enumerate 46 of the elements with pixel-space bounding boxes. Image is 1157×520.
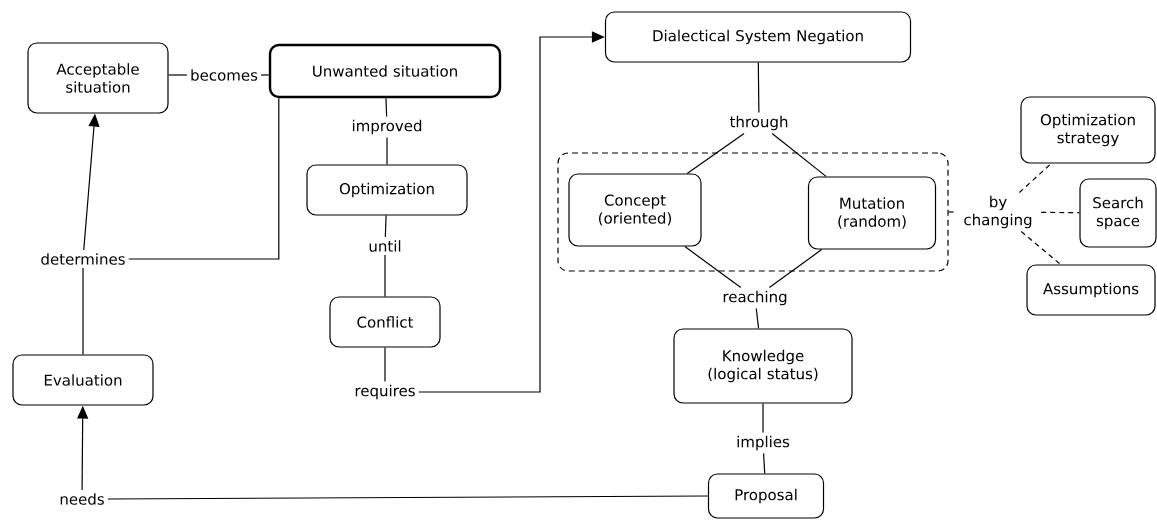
connector: [385, 97, 388, 118]
connector: [260, 74, 270, 76]
linking-phrase: improved: [352, 119, 422, 135]
connector: [107, 495, 709, 500]
connector: [771, 132, 827, 177]
concept-box: Acceptable situation: [27, 42, 169, 114]
linking-phrase: through: [729, 115, 788, 131]
connector: [763, 452, 766, 474]
linking-phrase: needs: [60, 493, 104, 505]
connector: [948, 211, 956, 213]
connector: [82, 267, 84, 355]
linking-phrase: until: [369, 240, 401, 252]
connector: [384, 254, 386, 297]
concept-box: Evaluation: [12, 354, 154, 406]
connector: [1020, 230, 1062, 265]
concept-box: Unwanted situation: [268, 43, 502, 99]
connector: [684, 246, 742, 289]
concept-box: Assumptions: [1026, 264, 1156, 316]
connector: [768, 249, 823, 289]
connector: [386, 136, 388, 165]
concept-box: Mutation (random): [807, 176, 937, 250]
linking-phrase: requires: [355, 384, 415, 400]
connector: [686, 132, 745, 174]
concept-box: Knowledge (logical status): [673, 328, 853, 404]
connector: [755, 307, 760, 329]
connector: [168, 74, 188, 76]
connector: [128, 97, 280, 260]
connector: [384, 215, 387, 238]
concept-box: Concept (oriented): [568, 173, 702, 247]
connector: [1018, 163, 1052, 194]
linking-phrase: implies: [737, 435, 790, 451]
concept-box: Optimization strategy: [1020, 96, 1156, 164]
linking-phrase: determines: [41, 253, 125, 265]
concept-box: Conflict: [329, 296, 441, 348]
concept-box: Optimization: [306, 164, 468, 216]
connector: [384, 347, 386, 383]
connector: [1040, 211, 1080, 214]
concept-box: Proposal: [707, 473, 825, 519]
linking-phrase: becomes: [191, 69, 258, 81]
concept-box: Search space: [1079, 178, 1157, 248]
linking-phrase: reaching: [723, 290, 787, 306]
connector: [757, 62, 760, 114]
connector: [762, 403, 764, 434]
concept-box: Dialectical System Negation: [604, 11, 912, 63]
linking-phrase: by changing: [964, 195, 1032, 229]
group-box: [557, 152, 949, 272]
